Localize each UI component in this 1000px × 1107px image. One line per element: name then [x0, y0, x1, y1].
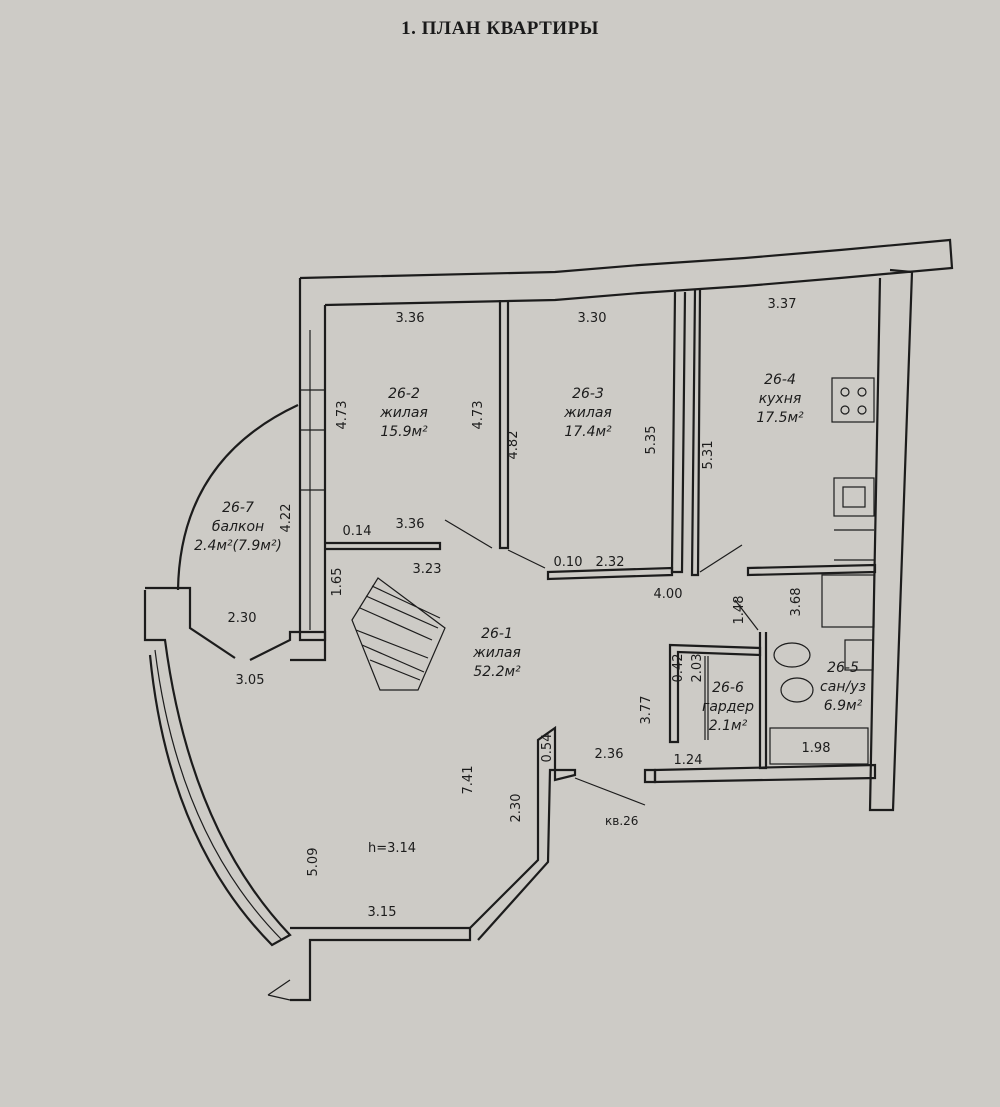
- room-number: 26-6: [712, 680, 744, 696]
- room-type: кухня: [759, 391, 802, 407]
- dimension-label: 3.36: [396, 517, 425, 532]
- dimension-label: 1.48: [732, 596, 747, 625]
- room-type: гардер: [702, 699, 754, 715]
- wall-bottom: [290, 926, 472, 1002]
- door-26-4: [699, 544, 743, 573]
- dimension-label: 1.65: [330, 568, 345, 597]
- dimension-label: 4.82: [506, 431, 521, 460]
- burner-icon: [857, 387, 867, 397]
- outer-wall-right: [868, 268, 914, 812]
- room-number: 26-4: [764, 372, 796, 388]
- room-area: 6.9м²: [824, 698, 863, 714]
- room-number: 26-1: [481, 626, 513, 642]
- entrance-door: [574, 777, 646, 806]
- room-type: сан/уз: [820, 679, 866, 695]
- dimension-label: 4.73: [335, 401, 350, 430]
- washer-icon: [821, 574, 875, 628]
- dimension-label: 3.77: [639, 696, 654, 725]
- dimension-label: 3.37: [768, 297, 797, 312]
- washbasin-icon: [780, 677, 814, 703]
- dimension-label: 0.54: [540, 734, 555, 763]
- wall-bath-top: [746, 563, 877, 577]
- dimension-label: 2.30: [509, 794, 524, 823]
- wall-bottom-break: [267, 979, 291, 1001]
- dimension-label: 5.09: [306, 848, 321, 877]
- wall-entrance: [469, 725, 577, 941]
- room-area: 17.4м²: [564, 424, 612, 440]
- dimension-label: 3.30: [578, 311, 607, 326]
- dimension-label: 3.36: [396, 311, 425, 326]
- sink-basin-icon: [842, 486, 866, 508]
- room-area: 15.9м²: [380, 424, 428, 440]
- wall-26-3-bottom: [546, 566, 674, 581]
- stove-icon: [831, 377, 875, 423]
- wall-26-2-bottom: [325, 541, 442, 551]
- sink-icon: [833, 477, 875, 517]
- dimension-label: 2.30: [228, 611, 257, 626]
- dimension-label: 0.42: [671, 654, 686, 683]
- kitchen-counter: [834, 529, 874, 561]
- bathroom-door: [734, 599, 759, 631]
- wall-wardrobe: [668, 643, 762, 744]
- page-title: 1. ПЛАН КВАРТИРЫ: [401, 18, 599, 39]
- wall-26-4-left: [690, 289, 702, 577]
- room-type: жилая: [379, 405, 428, 421]
- dimension-label: 4.73: [471, 401, 486, 430]
- ceiling-height: h=3.14: [368, 841, 416, 856]
- wall-26-2-left: [298, 278, 327, 642]
- room-number: 26-3: [572, 386, 604, 402]
- toilet-icon: [773, 642, 811, 668]
- dimension-label: 1.24: [674, 753, 703, 768]
- room-labels: 26-1 жилая 52.2м² 26-2 жилая 15.9м² 26-3 жилая 1…: [194, 372, 866, 734]
- room-number: 26-5: [827, 660, 859, 676]
- wall-entrance-right: [643, 768, 657, 784]
- wall-26-3-26-4: [670, 291, 687, 574]
- dimension-label: 2.32: [596, 555, 625, 570]
- burner-icon: [840, 387, 850, 397]
- dimension-label: 3.68: [789, 588, 804, 617]
- room-number: 26-2: [388, 386, 420, 402]
- room-area: 2.1м²: [709, 718, 748, 734]
- wall-26-2-26-3: [498, 300, 510, 550]
- door-26-3: [507, 549, 546, 569]
- dimension-labels: 3.36 3.30 3.37 4.73 4.73 4.82 5.35 5.31 0.14 3.36…: [228, 297, 831, 920]
- balcony-arc: [176, 404, 299, 591]
- room-area: 52.2м²: [473, 664, 521, 680]
- apartment-tag: кв.26: [605, 814, 638, 828]
- room-area: 2.4м²(7.9м²): [194, 538, 282, 554]
- dimension-label: 0.14: [343, 524, 372, 539]
- room-number: 26-7: [222, 500, 254, 516]
- wardrobe-shelf: [704, 656, 709, 740]
- window-frames-left: [300, 330, 325, 630]
- dimension-label: 0.10: [554, 555, 583, 570]
- shower-icon: [844, 639, 874, 671]
- dimension-label: 1.98: [802, 741, 831, 756]
- room-area: 17.5м²: [756, 410, 804, 426]
- dimension-label: 2.03: [690, 654, 705, 683]
- dimension-label: 3.05: [236, 673, 265, 688]
- door-26-2: [444, 519, 493, 549]
- dimension-label: 3.15: [368, 905, 397, 920]
- bathtub-icon: [769, 727, 869, 765]
- outer-wall-top: [299, 238, 954, 307]
- dimension-label: 4.22: [279, 504, 294, 533]
- dimension-label: 2.36: [595, 747, 624, 762]
- dimension-label: 5.31: [701, 441, 716, 470]
- dimension-label: 4.00: [654, 587, 683, 602]
- room-type: жилая: [472, 645, 521, 661]
- curved-exterior-wall: [143, 590, 292, 947]
- burner-icon: [857, 405, 867, 415]
- dimension-label: 3.23: [413, 562, 442, 577]
- balcony-front: [145, 586, 327, 662]
- dimension-label: 5.35: [644, 426, 659, 455]
- room-type: жилая: [563, 405, 612, 421]
- burner-icon: [840, 405, 850, 415]
- dimension-label: 7.41: [461, 766, 476, 795]
- curved-wall-inner-line: [154, 649, 283, 941]
- staircase: [351, 577, 446, 691]
- room-type: балкон: [212, 519, 264, 535]
